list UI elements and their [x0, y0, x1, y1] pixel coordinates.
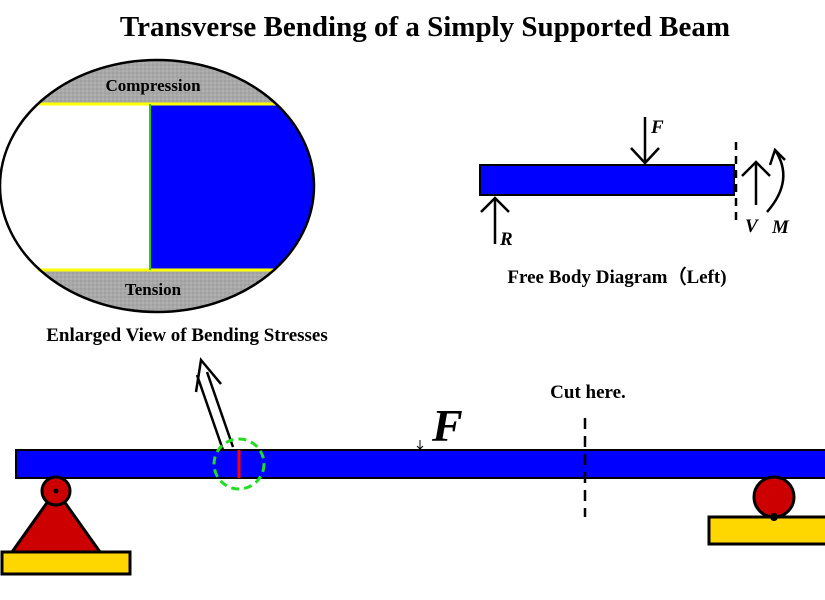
cut-here-label: Cut here. — [550, 382, 626, 403]
main-beam — [15, 449, 825, 479]
tension-label: Tension — [125, 280, 182, 299]
fbd-reaction-arrow — [480, 196, 510, 244]
fbd-shear-arrow — [741, 160, 771, 205]
fbd-caption: Free Body Diagram（Left) — [507, 265, 726, 288]
main-force-arrow — [416, 440, 424, 450]
enlarge-pointer-arrow — [194, 357, 235, 451]
main-beam-assembly: F Cut here. — [0, 382, 825, 576]
main-force-label: F — [431, 400, 463, 451]
fbd-beam — [479, 164, 735, 196]
fbd-moment-label: M — [771, 217, 790, 238]
enlarged-stress-view: Compression Tension — [0, 58, 316, 314]
diagram-title: Transverse Bending of a Simply Supported… — [120, 11, 730, 43]
fbd-moment-arrow — [766, 147, 786, 213]
free-body-diagram: F R V M — [479, 117, 790, 250]
enlarged-beam-section — [150, 104, 314, 270]
fbd-force-arrow — [630, 117, 660, 165]
right-roller-support — [707, 475, 825, 546]
fbd-force-label: F — [650, 117, 664, 138]
left-pin-support — [0, 475, 132, 576]
enlarged-view-outline — [0, 58, 316, 314]
compression-label: Compression — [105, 76, 201, 95]
section-highlight-circle — [212, 437, 266, 491]
enlarged-view-caption: Enlarged View of Bending Stresses — [46, 325, 328, 346]
fbd-shear-label: V — [745, 216, 759, 237]
fbd-reaction-label: R — [499, 229, 513, 250]
